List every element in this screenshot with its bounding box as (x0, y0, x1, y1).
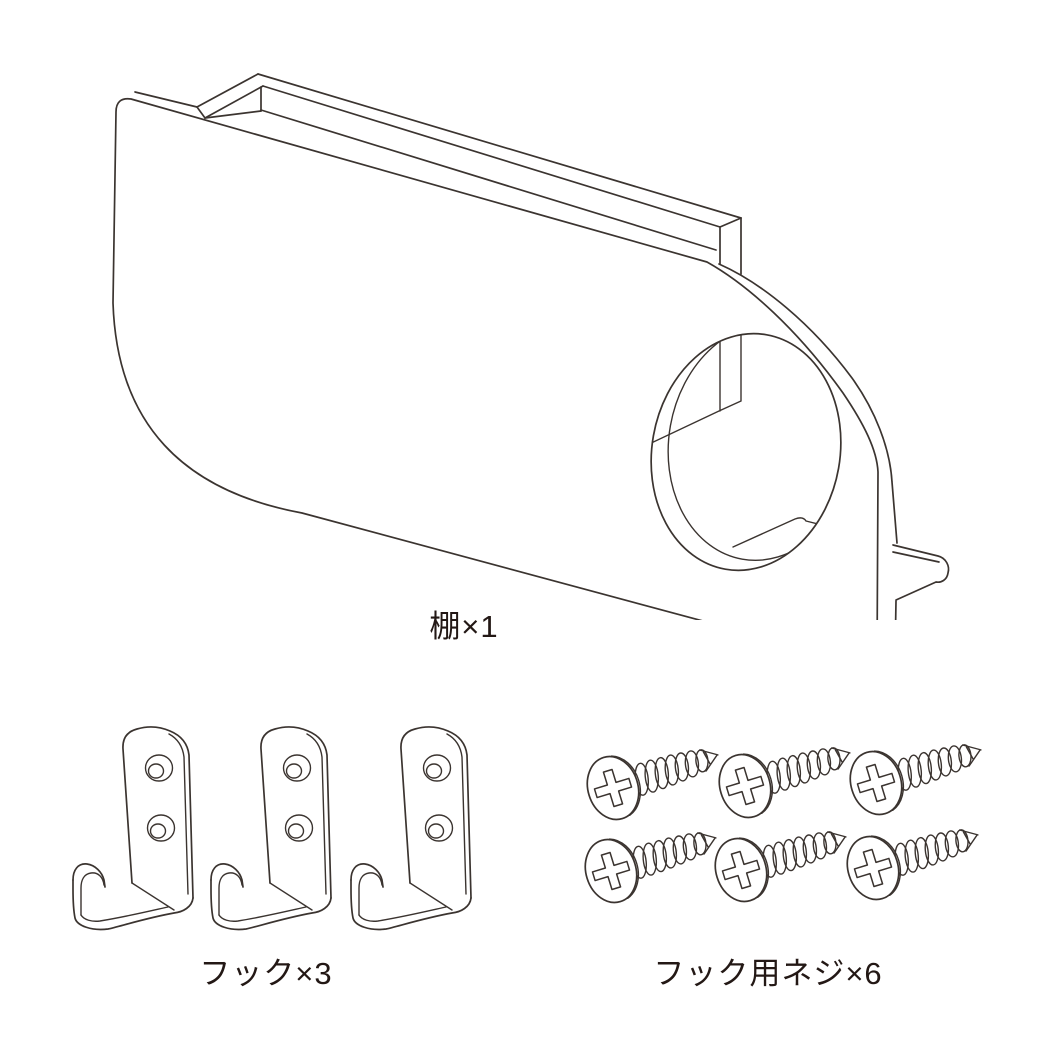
screw-4 (576, 807, 727, 910)
part-shelf-label: 棚×1 (429, 609, 499, 644)
support-bar-through-hole (732, 517, 831, 548)
part-screws-label: フック用ネジ×6 (653, 956, 883, 991)
part-hooks-label: フック×3 (199, 956, 333, 991)
screw-2 (710, 728, 861, 825)
screw-6 (838, 804, 989, 907)
screw-illustration (576, 728, 992, 910)
shelf-support-bar (892, 544, 950, 620)
screw-5 (706, 806, 857, 909)
screw-3 (841, 728, 992, 822)
shelf-back-edge (718, 263, 898, 544)
shelf-illustration (112, 73, 950, 620)
shelf-top-rail (134, 73, 742, 275)
screw-1 (578, 728, 729, 827)
shelf-hole (650, 332, 842, 572)
